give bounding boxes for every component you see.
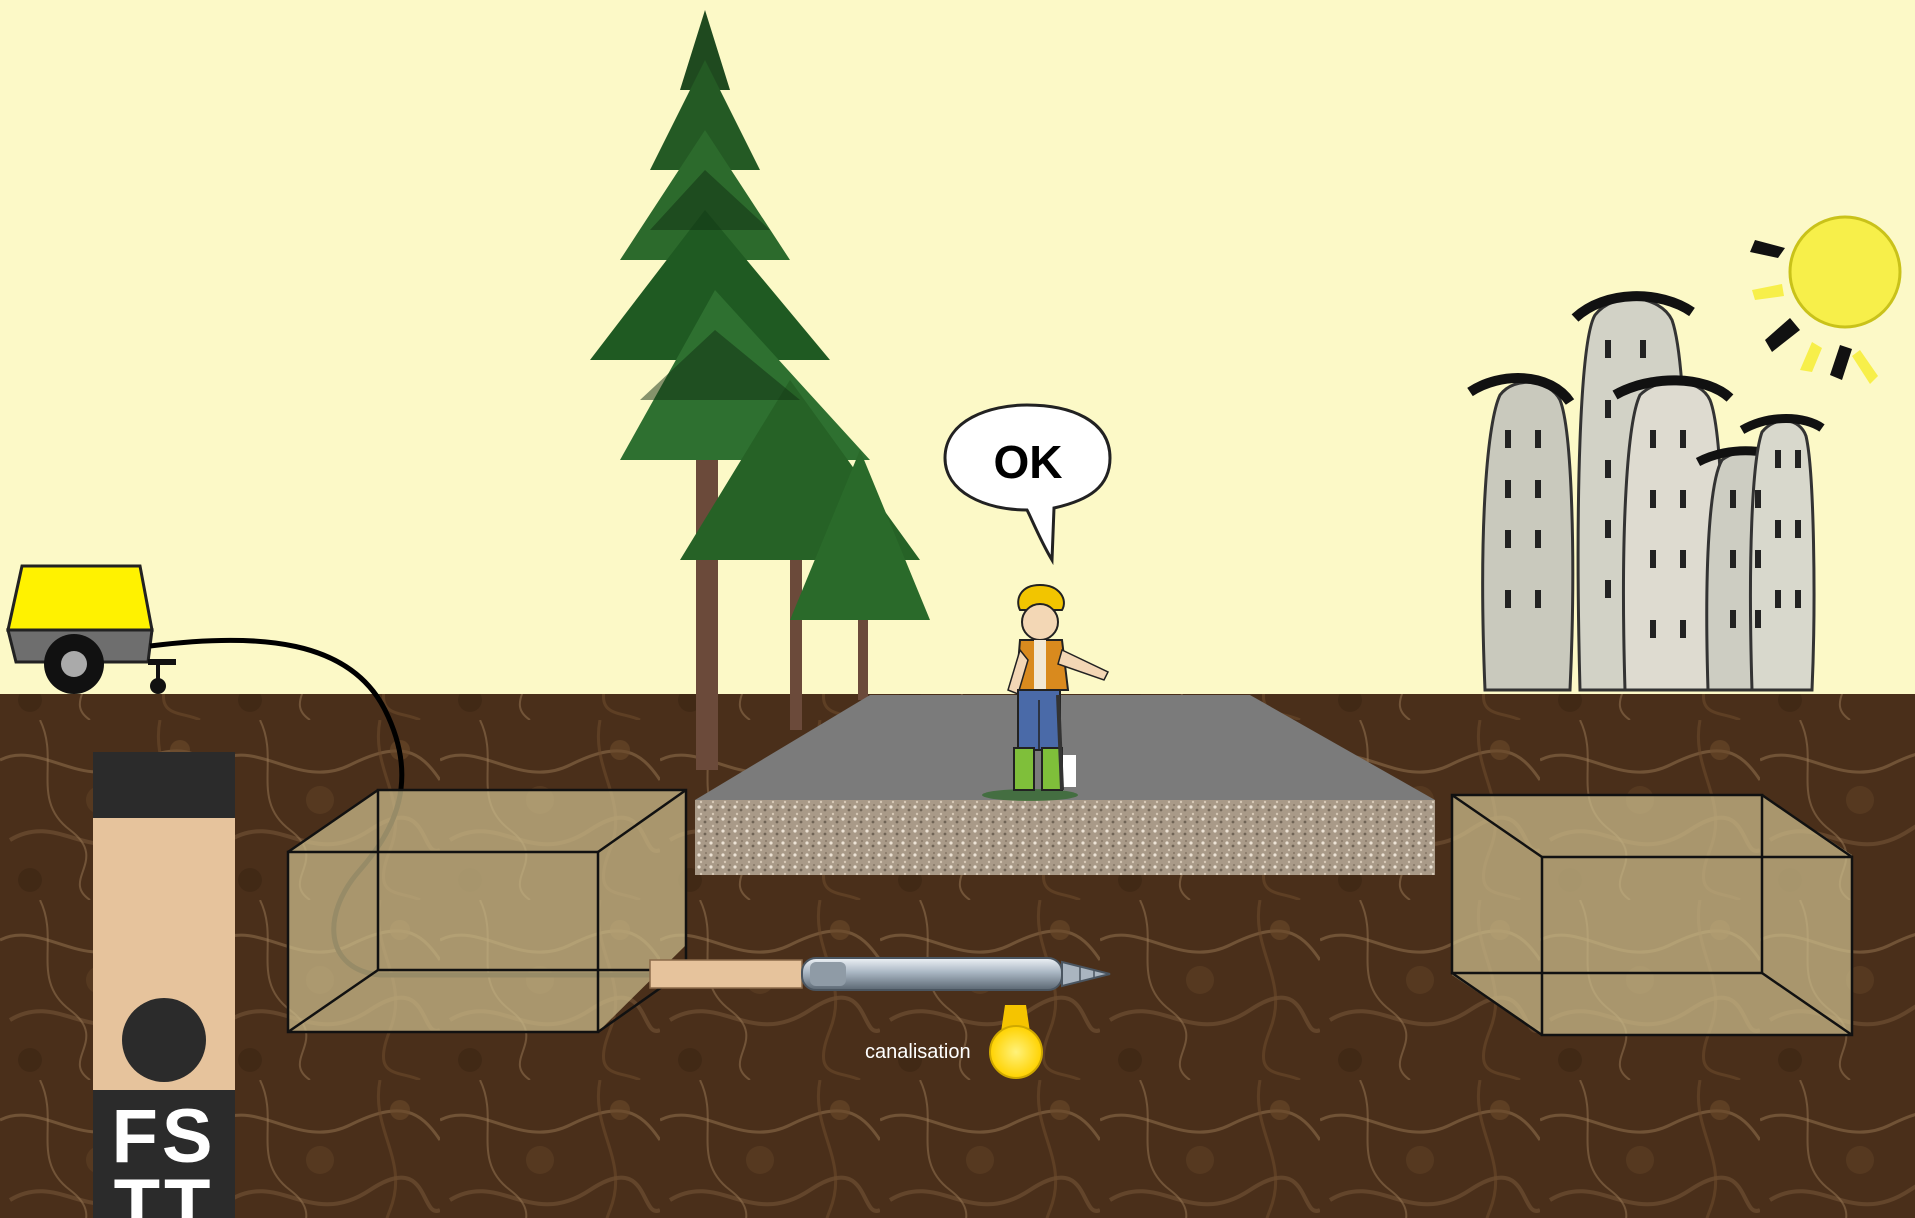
logo-top-band bbox=[93, 752, 235, 818]
pipe-label: canalisation bbox=[865, 1041, 971, 1063]
reception-pit bbox=[1452, 795, 1852, 1035]
road-gravel-layer bbox=[695, 800, 1435, 875]
fstt-logo: FS TT bbox=[93, 752, 235, 1218]
speech-bubble-text: OK bbox=[994, 436, 1063, 488]
installed-pipe bbox=[650, 960, 802, 988]
impact-mole-icon bbox=[802, 958, 1110, 990]
logo-dot bbox=[122, 998, 206, 1082]
logo-text-line2: TT bbox=[114, 1164, 215, 1218]
launch-pit bbox=[288, 790, 686, 1032]
